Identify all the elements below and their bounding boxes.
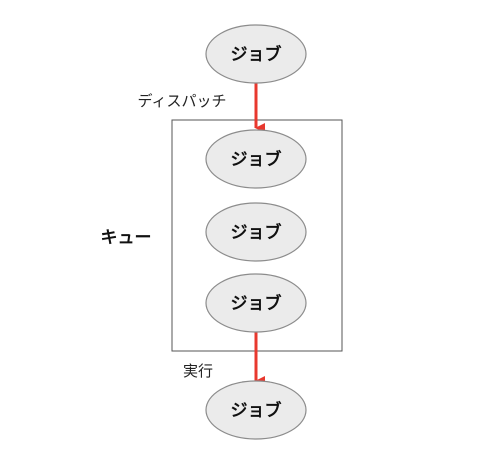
execute-label: 実行	[183, 362, 213, 380]
job-node-queue-2: ジョブ	[205, 202, 307, 262]
job-node-queue-1: ジョブ	[205, 129, 307, 189]
job-node-top: ジョブ	[205, 24, 307, 84]
queue-label: キュー	[101, 228, 152, 248]
job-node-queue-1-label: ジョブ	[231, 149, 282, 170]
job-node-bottom-shape	[205, 380, 307, 440]
job-node-queue-3-shape	[205, 273, 307, 333]
job-node-queue-2-label: ジョブ	[231, 222, 282, 243]
job-node-queue-3: ジョブ	[205, 273, 307, 333]
job-node-queue-1-shape	[205, 129, 307, 189]
job-node-top-shape	[205, 24, 307, 84]
job-node-queue-2-shape	[205, 202, 307, 262]
job-node-queue-3-label: ジョブ	[231, 293, 282, 314]
job-node-bottom: ジョブ	[205, 380, 307, 440]
job-node-top-label: ジョブ	[231, 44, 282, 65]
job-node-bottom-label: ジョブ	[231, 400, 282, 421]
dispatch-label: ディスパッチ	[138, 92, 227, 110]
